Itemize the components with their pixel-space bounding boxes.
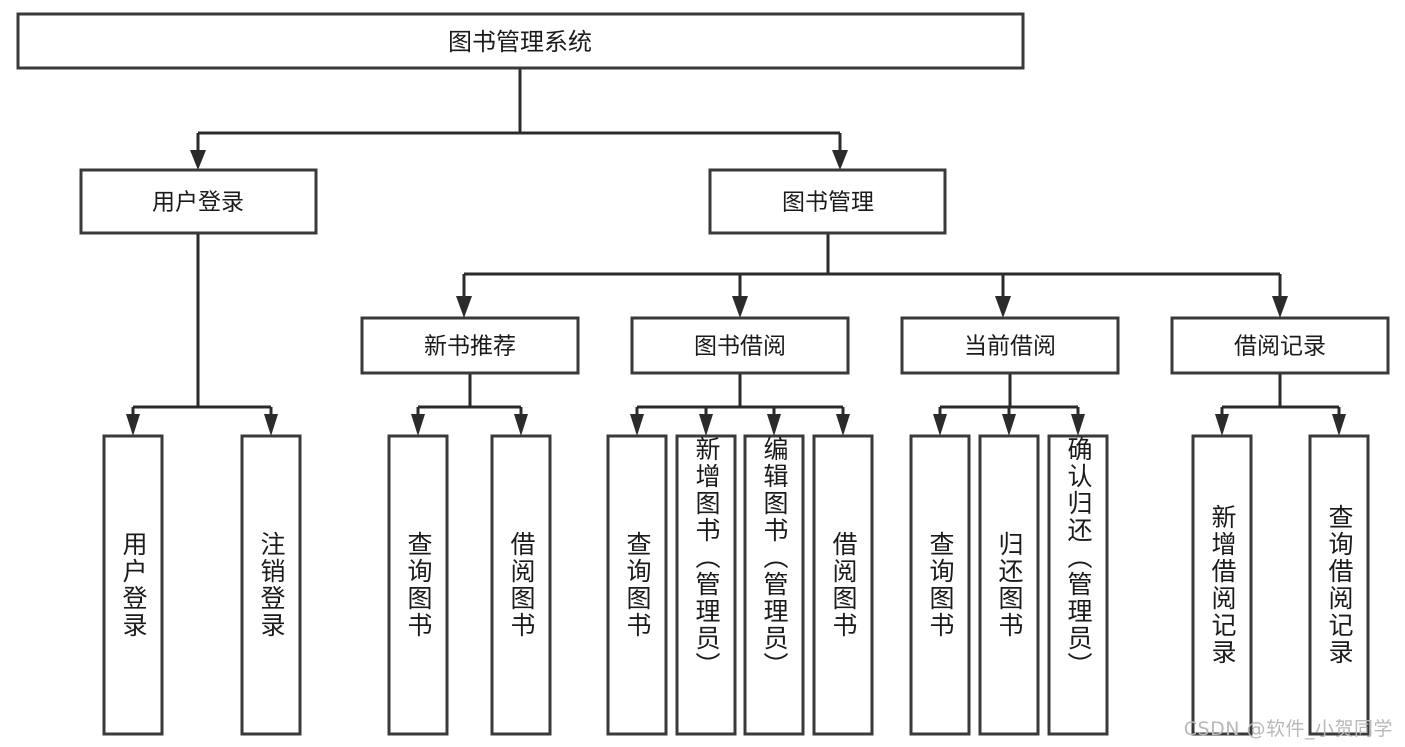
leaf-box-book-borrow-4[interactable] — [812, 434, 874, 736]
leaf-box-new-book-1[interactable] — [387, 434, 449, 736]
node-new-book-recommend[interactable]: 新书推荐 — [360, 316, 580, 375]
connector-currentborrow-to-leaves — [933, 373, 1085, 436]
connector-bookborrow-to-leaves — [630, 373, 850, 436]
connector-root-to-level2 — [190, 68, 848, 170]
leaf-box-current-borrow-3[interactable] — [1047, 434, 1109, 736]
connector-newbook-to-leaves — [411, 373, 528, 436]
node-user-login-label: 用户登录 — [152, 190, 244, 216]
watermark-text: CSDN @软件_小贺同学 — [1183, 718, 1393, 740]
node-book-borrow-label: 图书借阅 — [694, 334, 786, 360]
node-user-login[interactable]: 用户登录 — [79, 168, 318, 235]
leaf-box-book-borrow-3[interactable] — [743, 434, 805, 736]
node-borrow-record-label: 借阅记录 — [1234, 334, 1326, 360]
leaf-box-borrow-record-1[interactable] — [1191, 434, 1253, 736]
node-root-label: 图书管理系统 — [448, 28, 592, 56]
leaf-box-borrow-record-2[interactable] — [1308, 434, 1370, 736]
connector-borrowrecord-to-leaves — [1215, 373, 1346, 436]
node-book-manage-label: 图书管理 — [782, 190, 874, 216]
leaf-box-user-login-1[interactable] — [102, 434, 164, 736]
node-borrow-record[interactable]: 借阅记录 — [1170, 316, 1390, 375]
node-book-manage[interactable]: 图书管理 — [708, 168, 947, 235]
leaf-box-book-borrow-1[interactable] — [606, 434, 668, 736]
connector-userlogin-to-leaves — [126, 233, 278, 436]
node-book-borrow[interactable]: 图书借阅 — [630, 316, 850, 375]
leaf-box-book-borrow-2[interactable] — [675, 434, 737, 736]
connector-bookmanage-to-level3 — [456, 233, 1288, 318]
leaf-box-current-borrow-2[interactable] — [978, 434, 1040, 736]
node-current-borrow-label: 当前借阅 — [964, 334, 1056, 360]
node-current-borrow[interactable]: 当前借阅 — [900, 316, 1120, 375]
leaf-box-user-login-2[interactable] — [240, 434, 302, 736]
leaf-box-new-book-2[interactable] — [490, 434, 552, 736]
node-root[interactable]: 图书管理系统 — [16, 12, 1025, 70]
node-new-book-recommend-label: 新书推荐 — [424, 334, 516, 360]
leaf-box-current-borrow-1[interactable] — [909, 434, 971, 736]
